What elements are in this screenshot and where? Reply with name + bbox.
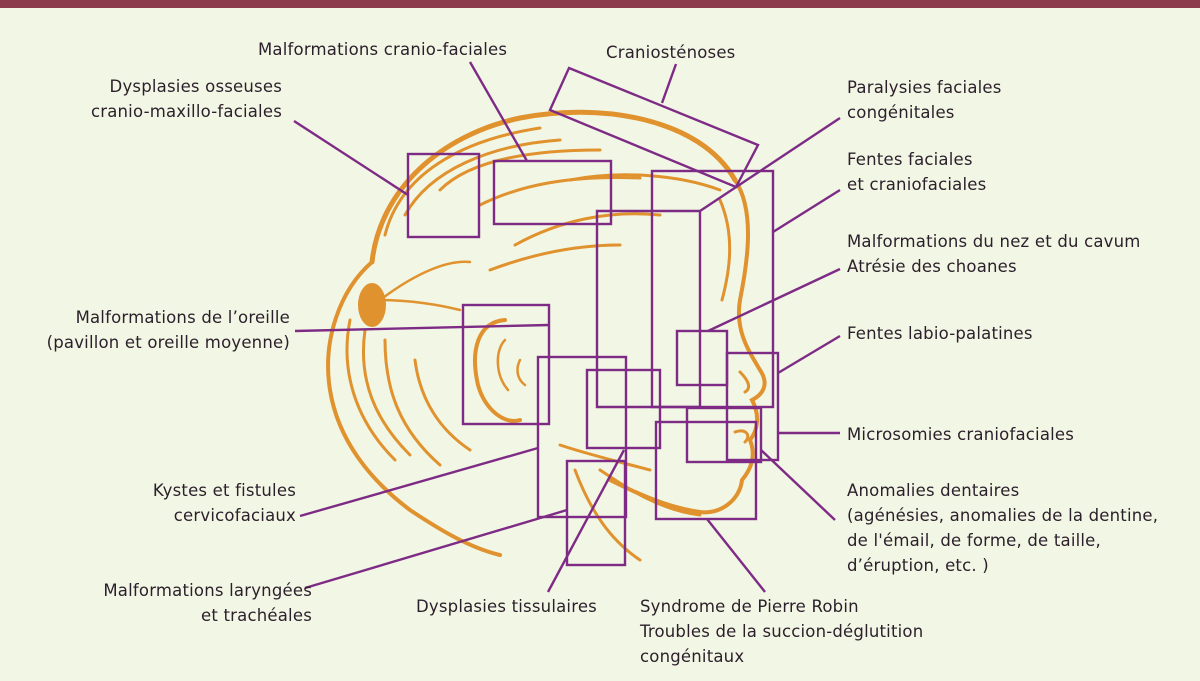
back-hair (326, 260, 502, 557)
label-dysplasies-osseuses: Dysplasies osseuses cranio-maxillo-facia… (90, 77, 282, 121)
label-malformations-nez: Malformations du nez et du cavum Atrésie… (847, 232, 1141, 276)
hair-strand (413, 358, 472, 452)
hair-strand (378, 260, 472, 302)
top-accent-bar (0, 0, 1200, 8)
hair-strand (403, 138, 562, 217)
hair-strand (345, 318, 397, 462)
line-dysplasies-tissulaires (546, 449, 626, 593)
hair-strand (568, 173, 722, 192)
line-malformations-cranio (468, 61, 529, 162)
line-paralysies (699, 117, 841, 212)
leader-lines (293, 61, 841, 593)
hair-strand (361, 328, 412, 457)
label-craniostenoses: Craniosténoses (606, 43, 736, 62)
box-nez (675, 329, 729, 387)
skull-outline (369, 109, 738, 265)
label-anomalies-dentaires: Anomalies dentaires (agénésies, anomalie… (847, 481, 1159, 575)
box-fentes-labio (725, 351, 780, 462)
box-kystes (536, 355, 628, 519)
line-dysplasies-osseuses (293, 119, 409, 197)
face-profile (608, 178, 767, 515)
line-craniostenoses (660, 63, 678, 104)
box-dentaires (685, 406, 763, 464)
box-pierre-robin (654, 420, 758, 521)
label-kystes: Kystes et fistules cervicofaciaux (152, 481, 296, 525)
label-malformations-laryngees: Malformations laryngées et trachéales (103, 581, 312, 625)
label-malformations-cranio-faciales: Malformations cranio-faciales (258, 40, 508, 59)
box-fentes-faciales (595, 209, 702, 409)
line-laryngees (304, 508, 568, 590)
hair-strand (488, 243, 622, 272)
label-fentes-faciales: Fentes faciales et craniofaciales (847, 150, 987, 194)
box-paralysies (650, 169, 775, 409)
box-oreille (461, 303, 551, 426)
line-kystes (299, 446, 539, 518)
ear-inner (516, 358, 527, 387)
jaw-line (558, 443, 652, 472)
hair-strand (718, 198, 732, 302)
hair-strand (438, 148, 602, 192)
box-dysplasies-osseuses (406, 152, 481, 239)
box-microsomies-a (585, 368, 662, 450)
label-paralysies-faciales: Paralysies faciales congénitales (847, 78, 1002, 122)
label-pierre-robin: Syndrome de Pierre Robin Troubles de la … (640, 597, 924, 666)
mouth (733, 429, 750, 444)
hair-strand (383, 338, 442, 467)
box-laryngees (565, 459, 627, 567)
hair-strand (513, 212, 662, 247)
line-fentes-faciales (772, 188, 841, 234)
line-pierre-robin (706, 518, 766, 593)
nostril (738, 370, 751, 394)
label-fentes-labio-palatines: Fentes labio-palatines (847, 324, 1033, 343)
neck-line (573, 468, 642, 562)
label-microsomies: Microsomies craniofaciales (847, 425, 1075, 444)
line-fentes-labio (777, 334, 841, 375)
ear-inner (496, 338, 510, 392)
hair-strand (478, 176, 642, 207)
label-dysplasies-tissulaires: Dysplasies tissulaires (416, 597, 597, 616)
head-illustration (326, 109, 767, 562)
label-malformations-oreille: Malformations de l’oreille (pavillon et … (46, 308, 290, 352)
hair-bun (358, 283, 386, 327)
line-nez (707, 267, 841, 333)
region-boxes (406, 66, 780, 567)
line-dentaires (760, 449, 836, 521)
line-oreille (294, 323, 550, 333)
box-malformations-cranio (492, 159, 613, 226)
hair-strand (378, 298, 462, 312)
